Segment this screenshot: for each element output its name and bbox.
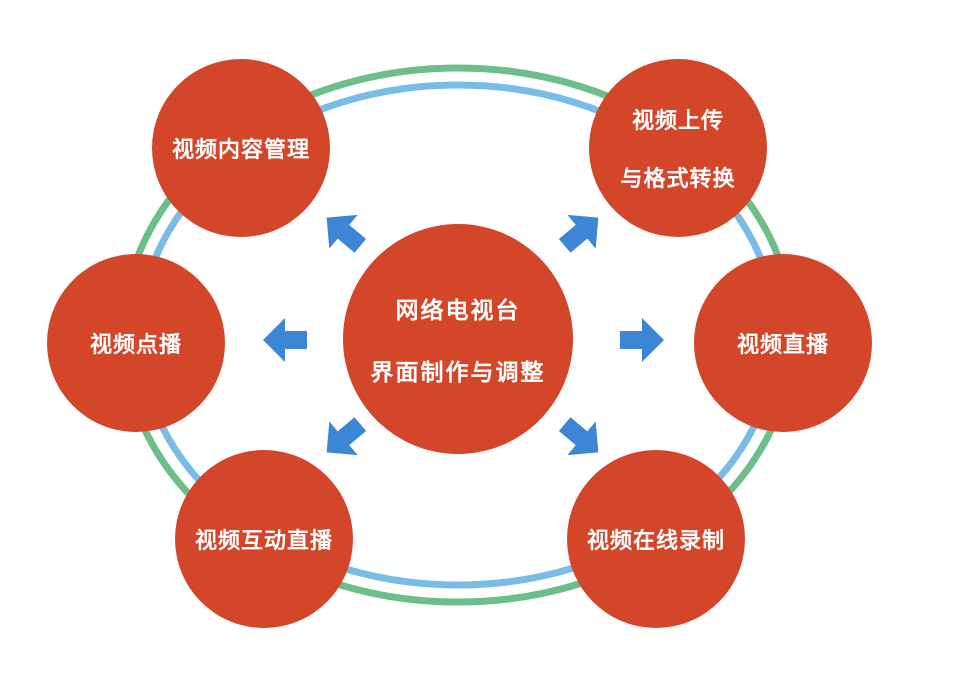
arrow-up-right-icon xyxy=(558,214,599,253)
center-line: 界面制作与调整 xyxy=(370,359,546,386)
center-node: 网络电视台 界面制作与调整 xyxy=(343,224,573,454)
arrows xyxy=(263,214,664,456)
node-label: 视频在线录制 xyxy=(586,528,725,554)
node-label: 视频内容管理 xyxy=(171,137,310,163)
arrow-down-right-icon xyxy=(558,417,599,456)
node-label: 视频互动直播 xyxy=(194,528,333,554)
arrow-left-icon xyxy=(263,318,307,362)
center-line: 网络电视台 xyxy=(395,297,521,324)
node-vod: 视频点播 xyxy=(47,254,225,432)
node-label: 视频直播 xyxy=(736,332,829,358)
node-interactive-live: 视频互动直播 xyxy=(175,450,353,628)
node-online-record: 视频在线录制 xyxy=(567,450,745,628)
arrow-right-icon xyxy=(620,318,664,362)
node-content-mgmt: 视频内容管理 xyxy=(152,59,330,237)
arrow-down-left-icon xyxy=(326,417,367,456)
node-label: 视频点播 xyxy=(89,332,182,358)
node-upload-convert: 视频上传 与格式转换 xyxy=(589,59,767,237)
arrow-up-left-icon xyxy=(326,214,367,253)
node-label: 视频上传 xyxy=(631,108,724,134)
node-live: 视频直播 xyxy=(694,254,872,432)
node-label: 与格式转换 xyxy=(620,166,736,192)
